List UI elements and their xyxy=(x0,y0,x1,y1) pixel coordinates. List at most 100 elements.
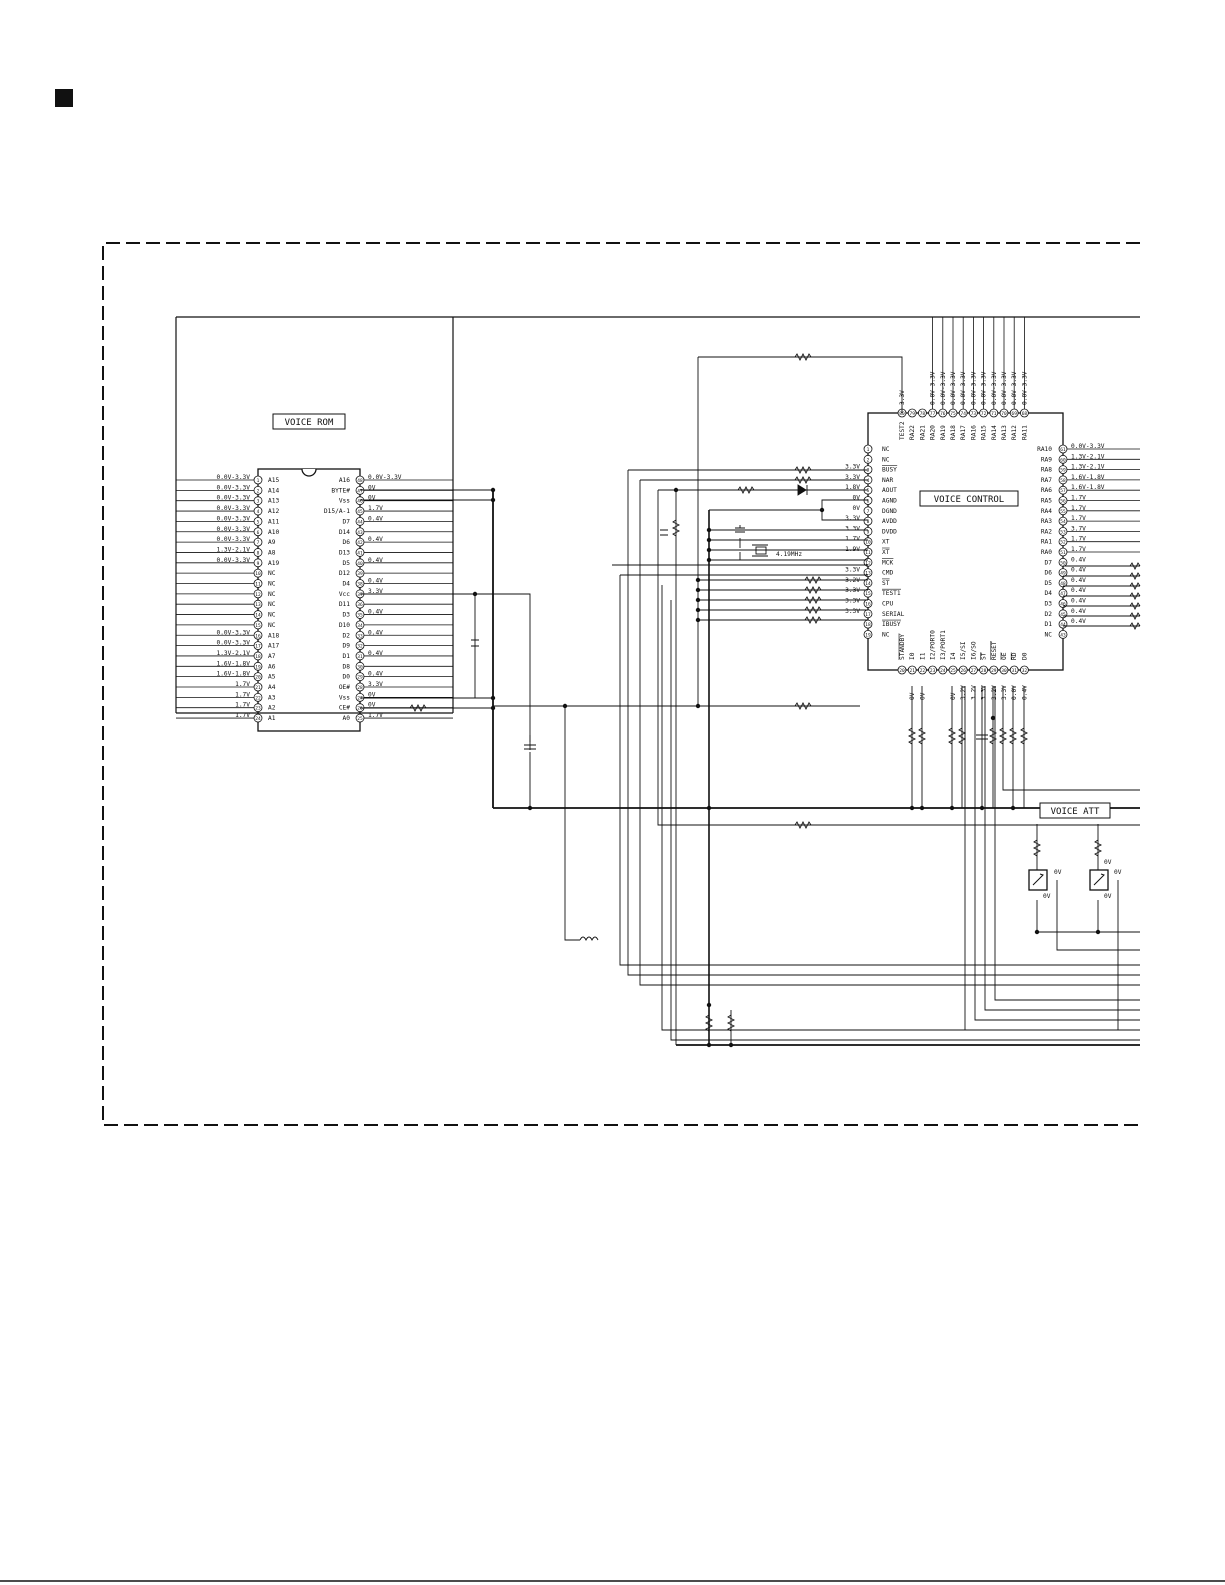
vc-pin-name: RA0 xyxy=(1041,549,1052,556)
vc-right-pin-marker xyxy=(1058,454,1068,464)
rom-pin-name: Vcc xyxy=(339,591,350,598)
vc-left-pin-number: 15 xyxy=(865,591,871,597)
vc-pin-name: NC xyxy=(882,446,890,453)
vc-pin-name: ST xyxy=(882,580,890,587)
vc-pin-name: TEST2 xyxy=(899,421,906,440)
rom-right-pin-number: 35 xyxy=(357,613,363,619)
vc-pin-name: I6/SO xyxy=(970,641,977,660)
rom-right-pin-number: 44 xyxy=(357,519,363,525)
voice-control-title-box xyxy=(919,490,1019,507)
vc-pin-name: I2/PORT0 xyxy=(930,630,937,660)
rom-pin-voltage: 1.7V xyxy=(368,505,383,512)
rom-pin-name: NC xyxy=(268,622,276,629)
vc-right-pin-number: 50 xyxy=(1060,560,1066,566)
rom-pin-voltage: 1.7V xyxy=(235,681,250,688)
rom-left-pin-number: 1 xyxy=(257,478,260,484)
rom-right-pin-marker xyxy=(355,610,365,619)
rom-pin-voltage: 3.3V xyxy=(368,588,383,595)
rom-pin-voltage: 0.4V xyxy=(368,629,383,636)
wiring xyxy=(360,356,1140,1046)
diode-symbol xyxy=(797,484,808,496)
rom-pin-name: A2 xyxy=(268,705,276,712)
vc-top-pin-number: 79 xyxy=(909,411,915,417)
rom-pin-name: D14 xyxy=(339,529,350,536)
vc-pin-name: I3/PORT1 xyxy=(940,630,947,660)
vc-pin-name: D7 xyxy=(1045,559,1053,566)
vc-right-pin-number: 56 xyxy=(1060,499,1066,505)
rom-right-pin-marker xyxy=(355,475,365,485)
vc-right-pin-marker xyxy=(1058,465,1068,475)
rom-pin-name: D13 xyxy=(339,549,350,556)
rom-left-pin-number: 5 xyxy=(257,519,260,525)
rom-left-pin-marker xyxy=(253,558,263,568)
rom-left-pin-number: 20 xyxy=(255,675,261,681)
vc-pin-name: IBUSY xyxy=(882,621,901,628)
vc-pin-name: RA22 xyxy=(909,425,916,440)
rom-right-pin-marker xyxy=(355,506,365,516)
rom-pin-name: A14 xyxy=(268,487,279,494)
vc-right-pin-marker xyxy=(1058,506,1068,516)
vc-pin-voltage: 3.3V xyxy=(981,685,988,700)
crystal-body xyxy=(755,546,767,555)
vc-pin-name: RA8 xyxy=(1041,467,1052,474)
rom-right-pin-marker xyxy=(355,641,365,650)
q1-voltage-bottom: 0V xyxy=(1043,893,1051,900)
rom-pin-voltage: 0.0V-3.3V xyxy=(216,515,250,522)
rom-pin-name: A6 xyxy=(268,663,276,670)
rom-pin-name: D10 xyxy=(339,622,350,629)
vc-bottom-pin-marker xyxy=(979,665,988,675)
vc-pin-name: D6 xyxy=(1045,570,1053,577)
rom-left-pin-number: 3 xyxy=(257,499,260,505)
rom-pin-name: NC xyxy=(268,581,276,588)
vc-pin-voltage: 3.3V xyxy=(845,515,860,522)
rom-right-pin-marker xyxy=(355,692,365,702)
rom-pin-name: A4 xyxy=(268,684,276,691)
vc-pin-voltage: 0.0V-3.3V xyxy=(970,371,977,405)
rom-pin-name: A12 xyxy=(268,508,279,515)
q1-voltage-side: 0V xyxy=(1054,869,1062,876)
rom-left-pin-marker xyxy=(253,610,263,619)
rom-left-pin-number: 11 xyxy=(255,582,261,588)
vc-top-pin-marker xyxy=(979,408,988,418)
vc-pin-voltage: 3.3V xyxy=(845,567,860,574)
rom-pin-name: D5 xyxy=(343,560,351,567)
vc-bottom-pin-marker xyxy=(1009,665,1019,675)
rom-pin-name: Vss xyxy=(339,694,350,701)
rom-left-pin-number: 4 xyxy=(257,509,260,515)
rom-pin-voltage: 1.7V xyxy=(368,712,383,719)
vc-pin-voltage: 1.7V xyxy=(1071,505,1086,512)
vc-pin-name: TEST1 xyxy=(882,590,901,597)
rom-left-pin-marker xyxy=(253,713,263,723)
vc-left-pin-number: 6 xyxy=(867,499,870,505)
rom-pin-name: D6 xyxy=(343,539,351,546)
rom-pin-voltage: 0.4V xyxy=(368,578,383,585)
vc-right-pin-marker xyxy=(1058,537,1068,547)
rom-left-pin-marker xyxy=(253,651,263,661)
rom-left-pin-number: 23 xyxy=(255,706,261,712)
rom-pin-name: D4 xyxy=(343,581,351,588)
vc-left-pin-number: 12 xyxy=(865,560,871,566)
vc-left-pin-marker xyxy=(863,527,873,536)
vc-pin-voltage: 1.7V xyxy=(1071,495,1086,502)
vc-pin-name: RA6 xyxy=(1041,487,1052,494)
vc-pin-name: RA20 xyxy=(930,425,937,440)
rom-right-pin-marker xyxy=(355,579,365,588)
vc-left-pin-number: 2 xyxy=(867,457,870,463)
vc-left-pin-number: 1 xyxy=(867,447,870,453)
vc-pin-voltage: 3.2V xyxy=(960,685,967,700)
vc-right-pin-number: 58 xyxy=(1060,478,1066,484)
rom-pin-voltage: 0.0V-3.3V xyxy=(216,474,250,481)
q2-voltage-side: 0V xyxy=(1114,869,1122,876)
rom-left-pin-number: 17 xyxy=(255,644,261,650)
vc-pin-voltage: 3.3V xyxy=(845,474,860,481)
vc-pin-name: STANDBY xyxy=(899,634,906,660)
vc-pin-voltage: 0.4V xyxy=(1021,685,1028,700)
vc-pin-voltage: 0.4V xyxy=(1071,567,1086,574)
rom-left-pin-marker xyxy=(253,527,263,537)
vc-top-pin-marker xyxy=(948,408,958,418)
rom-right-pin-number: 28 xyxy=(357,685,363,691)
rom-left-pin-marker xyxy=(253,579,263,588)
vc-right-pin-marker xyxy=(1058,527,1068,536)
vc-top-pin-number: 73 xyxy=(971,411,977,417)
